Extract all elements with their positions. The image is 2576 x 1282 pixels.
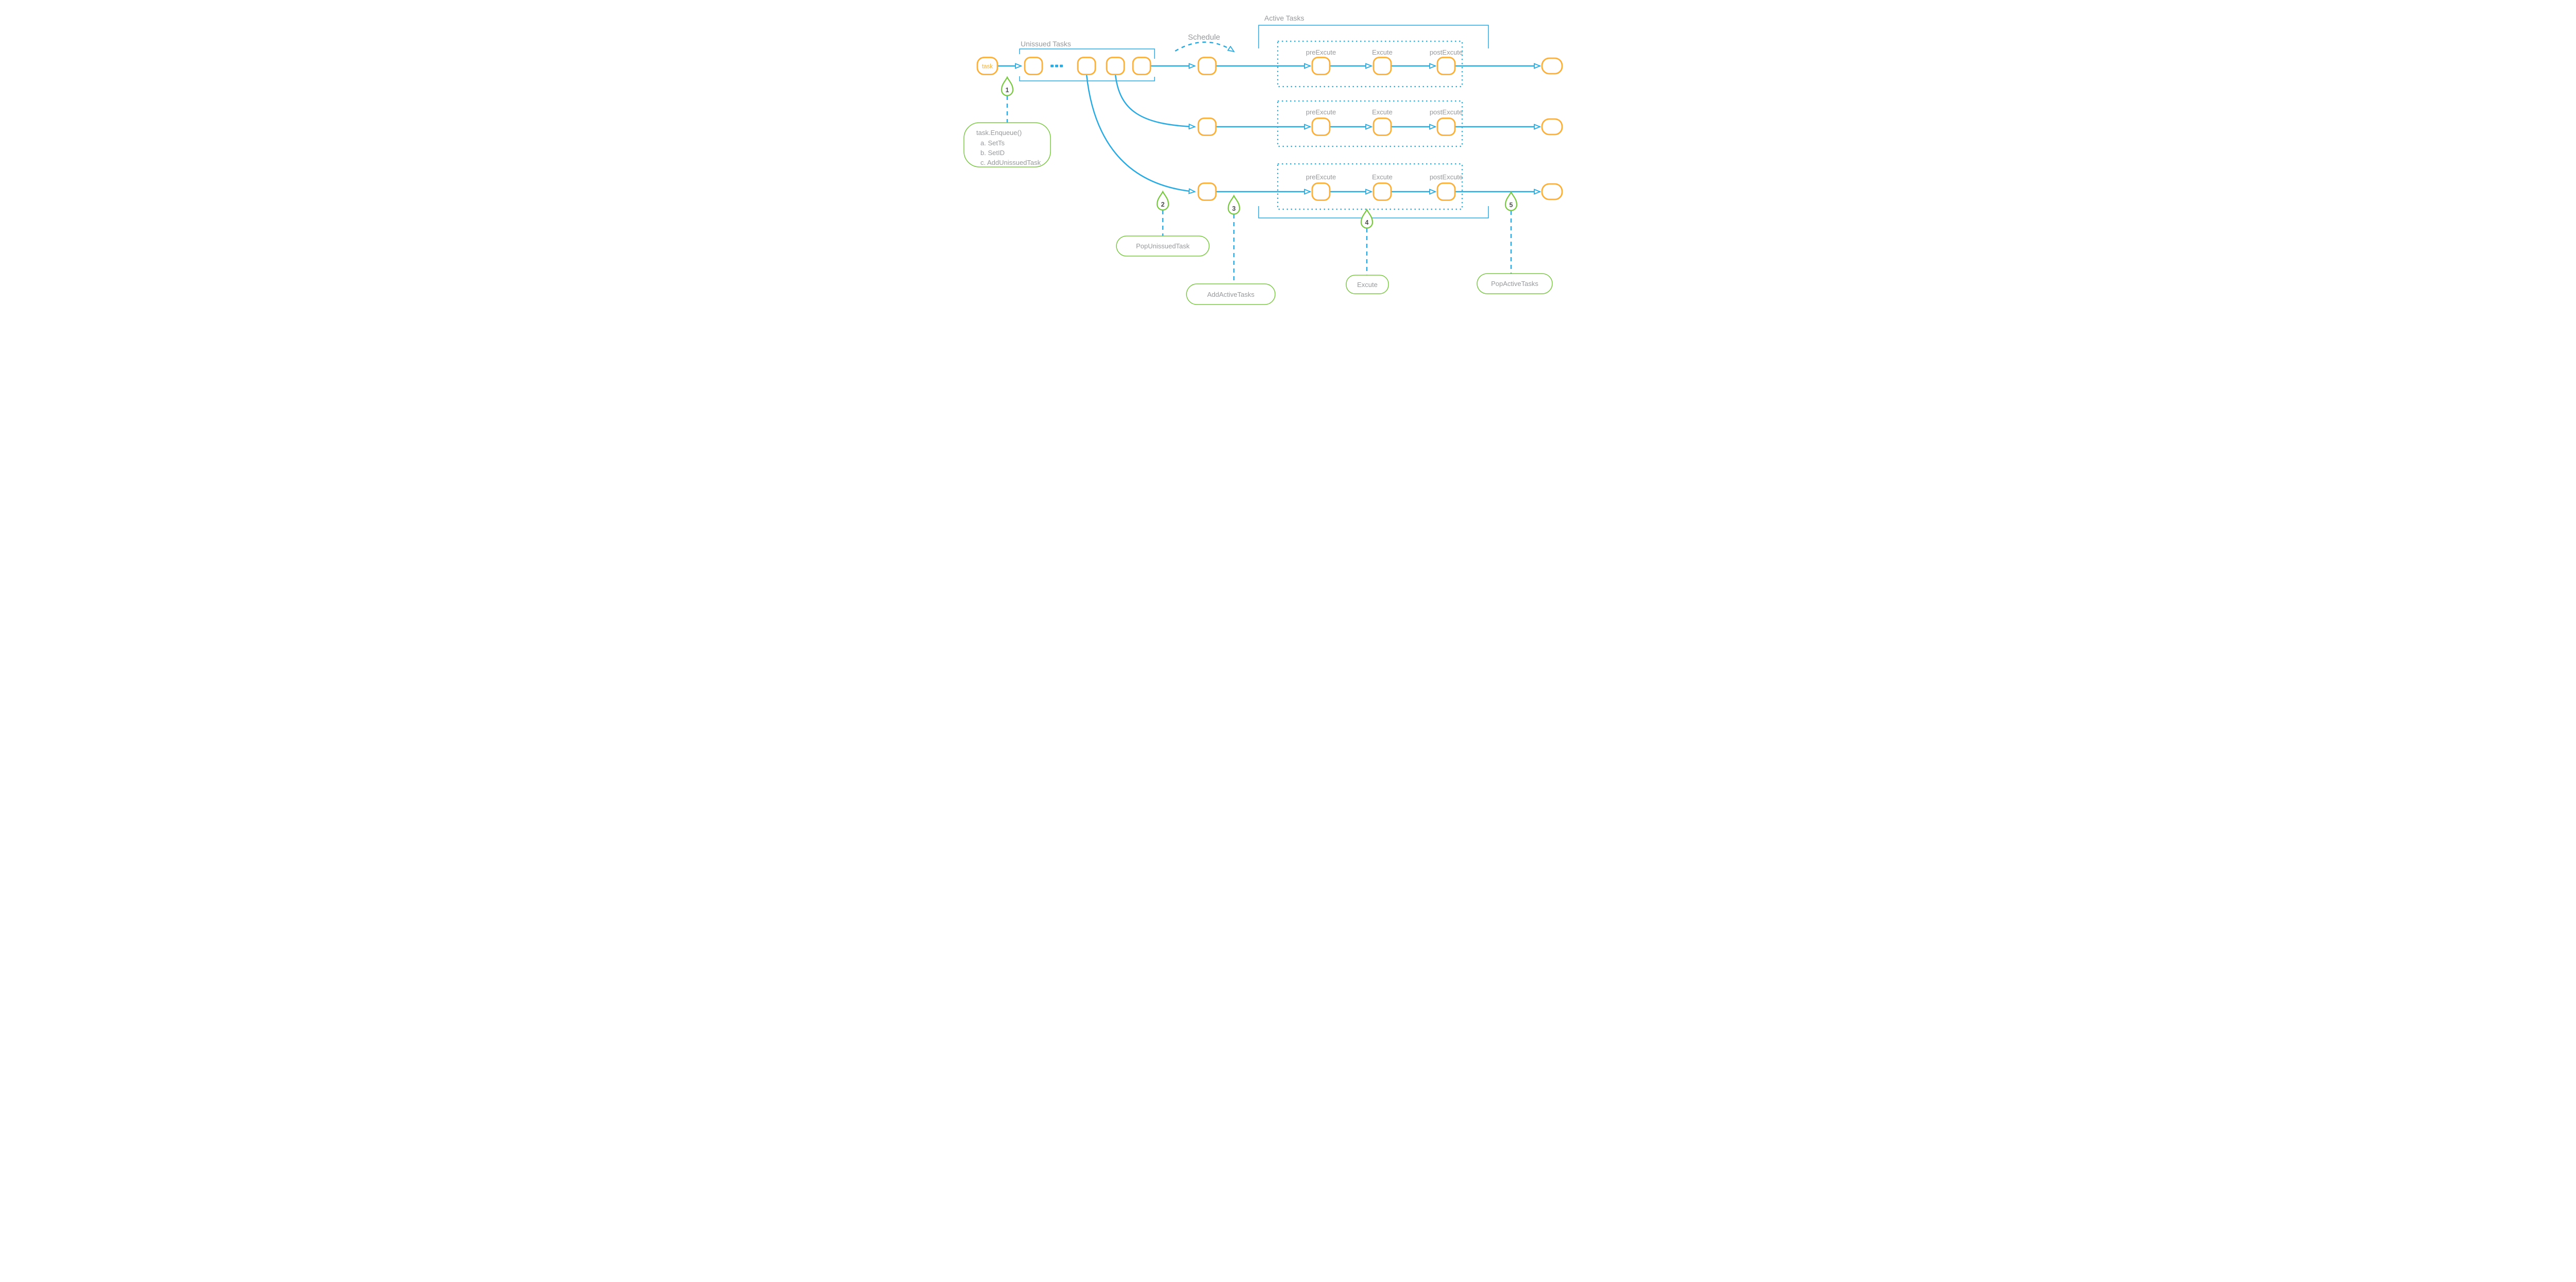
annotations: task.Enqueue() a. SetTs b. SetID c. AddU… — [963, 122, 1553, 305]
enqueue-title: task.Enqueue() — [976, 129, 1022, 137]
pop-unissued-pill — [1115, 235, 1210, 257]
stage-label-postexcute-row1: postExcute — [1429, 48, 1462, 56]
arrow-queue-to-row3 — [1086, 74, 1195, 192]
row1-scheduled-node — [1197, 57, 1216, 75]
task-node-label: task — [981, 64, 992, 70]
marker-1-number: 1 — [1005, 87, 1009, 94]
ellipsis-dot — [1055, 64, 1058, 68]
marker-5-number: 5 — [1509, 201, 1513, 209]
pop-active-pill — [1476, 273, 1553, 294]
schedule-dashed-arc — [1174, 41, 1234, 52]
unissued-bracket-top — [1019, 48, 1155, 59]
row1-preexcute-node — [1311, 57, 1330, 75]
stage-label-excute-row2: Excute — [1372, 108, 1393, 116]
stage-labels: preExcute Excute postExcute preExcute Ex… — [1306, 48, 1462, 181]
marker-3-number: 3 — [1232, 205, 1235, 212]
row1-final-node — [1541, 57, 1563, 75]
stage-label-postexcute-row2: postExcute — [1429, 108, 1462, 116]
active-bracket-top — [1258, 25, 1489, 48]
stage-label-excute-row1: Excute — [1372, 48, 1393, 56]
row3-postexcute-node — [1436, 182, 1455, 201]
step-markers: 1 2 3 4 5 — [1001, 76, 1517, 229]
marker-5-drop-icon — [1504, 191, 1517, 211]
enqueue-item-a: a. SetTs — [980, 139, 1005, 147]
row3-excute-node — [1372, 182, 1392, 201]
row3-scheduled-node — [1197, 182, 1216, 201]
marker-4-drop-icon — [1360, 208, 1373, 229]
marker-1-drop-icon — [1001, 76, 1013, 96]
pop-unissued-label: PopUnissuedTask — [1136, 242, 1190, 250]
stage-label-preexcute-row3: preExcute — [1306, 173, 1336, 181]
task-source-node — [976, 57, 998, 75]
excute-label: Excute — [1357, 281, 1378, 289]
row3-final-node — [1541, 183, 1563, 200]
queue-node-4 — [1132, 57, 1151, 75]
stage-label-excute-row3: Excute — [1372, 173, 1393, 181]
task-scheduler-diagram: 1 2 3 4 5 task.Enqueue() a. SetTs b. Set… — [899, 0, 1677, 320]
row1-excute-node — [1372, 57, 1392, 75]
arrow-queue-to-row2 — [1114, 74, 1195, 127]
row2-excute-node — [1372, 117, 1392, 136]
queue-ellipsis — [1050, 64, 1063, 68]
marker-4-number: 4 — [1365, 219, 1368, 226]
stage-label-preexcute-row2: preExcute — [1306, 108, 1336, 116]
diagram-svg: 1 2 3 4 5 task.Enqueue() a. SetTs b. Set… — [963, 14, 1563, 305]
ellipsis-dot — [1050, 64, 1054, 68]
row3-preexcute-node — [1311, 182, 1330, 201]
task-nodes — [976, 57, 1563, 201]
worker-box-row3 — [1277, 163, 1463, 210]
active-bracket-bottom — [1258, 206, 1489, 218]
unissued-tasks-label: Unissued Tasks — [1021, 40, 1071, 48]
row2-scheduled-node — [1197, 117, 1216, 136]
enqueue-note-box — [963, 122, 1051, 167]
row1-postexcute-node — [1436, 57, 1455, 75]
pop-active-label: PopActiveTasks — [1491, 280, 1538, 288]
row2-preexcute-node — [1311, 117, 1330, 136]
ellipsis-dot — [1059, 64, 1063, 68]
enqueue-item-c: c. AddUnissuedTask — [980, 159, 1041, 166]
excute-pill — [1345, 275, 1389, 294]
active-tasks-bracket — [1258, 25, 1489, 218]
stage-label-preexcute-row1: preExcute — [1306, 48, 1336, 56]
row2-postexcute-node — [1436, 117, 1455, 136]
flow-arrows — [997, 66, 1540, 192]
schedule-label: Schedule — [1188, 33, 1220, 42]
marker-3-drop-icon — [1227, 194, 1240, 215]
worker-box-row1 — [1277, 40, 1463, 88]
marker-2-drop-icon — [1156, 190, 1169, 211]
add-active-label: AddActiveTasks — [1207, 291, 1255, 298]
enqueue-item-b: b. SetID — [980, 149, 1005, 157]
marker-2-number: 2 — [1161, 201, 1164, 208]
row2-final-node — [1541, 118, 1563, 136]
queue-node-2 — [1077, 57, 1096, 75]
worker-box-row2 — [1277, 100, 1463, 147]
active-tasks-label: Active Tasks — [1264, 14, 1304, 22]
queue-node-3 — [1106, 57, 1125, 75]
add-active-pill — [1185, 283, 1276, 305]
queue-node-1 — [1024, 57, 1043, 75]
stage-label-postexcute-row3: postExcute — [1429, 173, 1462, 181]
